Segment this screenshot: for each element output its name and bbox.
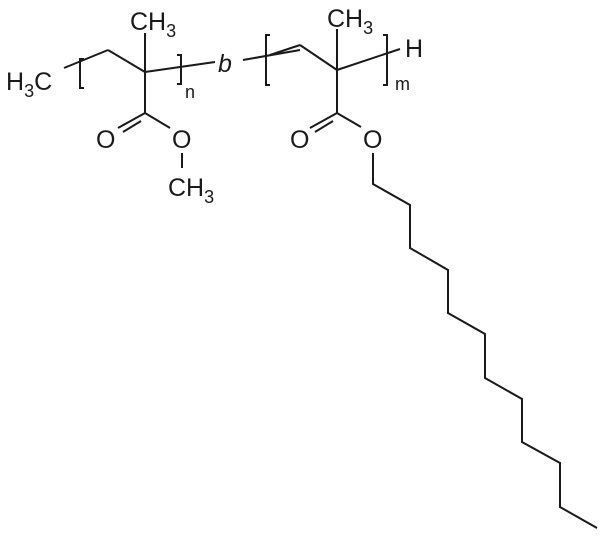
block-1-ester-methyl: CH3 bbox=[168, 174, 214, 207]
block-1-ester-oxygen: O bbox=[172, 126, 191, 154]
svg-text:H3C: H3C bbox=[6, 68, 52, 101]
block-2-repeat-m: m bbox=[395, 74, 410, 94]
end-group-h3c: H3C bbox=[6, 68, 52, 101]
block-1-brackets bbox=[79, 54, 182, 89]
block-1-bonds bbox=[63, 33, 216, 168]
block-separator-b: b bbox=[218, 50, 232, 78]
block-2-bonds bbox=[269, 29, 401, 133]
block-1-carbonyl-oxygen: O bbox=[96, 126, 115, 154]
block-1-methyl-label: CH3 bbox=[130, 8, 176, 41]
dodecyl-chain bbox=[372, 153, 598, 529]
end-group-h: H bbox=[405, 35, 423, 63]
block-2-methyl-label: CH3 bbox=[327, 5, 373, 38]
block-1-repeat-n: n bbox=[185, 82, 195, 102]
block-2-carbonyl-oxygen: O bbox=[290, 126, 309, 154]
block-2-brackets bbox=[265, 34, 388, 86]
block-2-ester-oxygen: O bbox=[363, 126, 382, 154]
